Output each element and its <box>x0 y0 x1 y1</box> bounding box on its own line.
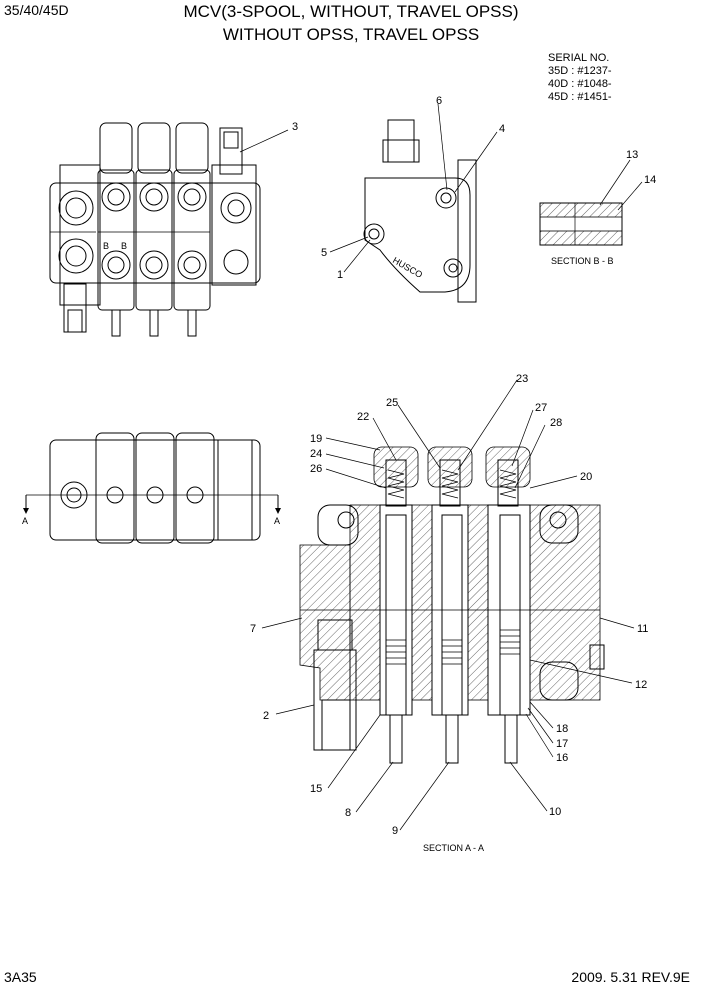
callout-5: 5 <box>321 247 327 259</box>
mark-b-1: B <box>103 241 109 251</box>
serial-35d: 35D : #1237- <box>548 65 612 77</box>
serial-block: SERIAL NO. 35D : #1237- 40D : #1048- 45D… <box>548 52 612 104</box>
section-aa-caption: SECTION A - A <box>423 843 484 853</box>
callout-6: 6 <box>436 95 442 107</box>
leader-lines <box>239 103 643 831</box>
plan-view: A A <box>22 432 281 544</box>
callout-3: 3 <box>292 121 298 133</box>
side-view: HUSCO <box>363 119 477 303</box>
callout-24: 24 <box>310 448 322 460</box>
callout-10: 10 <box>549 806 561 818</box>
callout-25: 25 <box>386 397 398 409</box>
callout-18: 18 <box>556 723 568 735</box>
arrow-a-left-label: A <box>22 516 28 526</box>
serial-heading: SERIAL NO. <box>548 52 610 64</box>
callout-2: 2 <box>263 710 269 722</box>
callout-28: 28 <box>550 417 562 429</box>
callout-22: 22 <box>357 411 369 423</box>
callout-7: 7 <box>250 623 256 635</box>
callout-17: 17 <box>556 738 568 750</box>
callout-4: 4 <box>499 123 505 135</box>
callout-14: 14 <box>644 174 656 186</box>
title-line-2: WITHOUT OPSS, TRAVEL OPSS <box>222 25 480 44</box>
callout-26: 26 <box>310 463 322 475</box>
callout-20: 20 <box>580 471 592 483</box>
callout-8: 8 <box>345 807 351 819</box>
callout-1: 1 <box>337 269 343 281</box>
section-aa: SECTION A - A <box>299 446 605 853</box>
callout-11: 11 <box>637 623 648 635</box>
section-bb-caption: SECTION B - B <box>551 256 614 266</box>
page-code: 3A35 <box>4 969 37 985</box>
mark-b-2: B <box>121 241 127 251</box>
callout-23: 23 <box>516 373 528 385</box>
serial-40d: 40D : #1048- <box>548 78 612 90</box>
callouts: 1 2 3 4 5 6 7 8 9 10 11 12 13 14 15 16 1… <box>250 95 656 837</box>
callout-13: 13 <box>626 149 638 161</box>
callout-12: 12 <box>635 679 647 691</box>
callout-9: 9 <box>392 825 398 837</box>
callout-15: 15 <box>310 783 322 795</box>
callout-16: 16 <box>556 752 568 764</box>
callout-27: 27 <box>535 402 547 414</box>
model-code: 35/40/45D <box>4 2 69 18</box>
arrow-a-right-label: A <box>274 516 280 526</box>
title-line-1: MCV(3-SPOOL, WITHOUT, TRAVEL OPSS) <box>183 2 519 21</box>
front-view: B B <box>49 122 261 337</box>
callout-19: 19 <box>310 433 322 445</box>
husco-stamp: HUSCO <box>391 255 424 280</box>
section-bb: SECTION B - B <box>539 202 623 266</box>
serial-45d: 45D : #1451- <box>548 91 612 103</box>
date-revision: 2009. 5.31 REV.9E <box>571 969 690 985</box>
